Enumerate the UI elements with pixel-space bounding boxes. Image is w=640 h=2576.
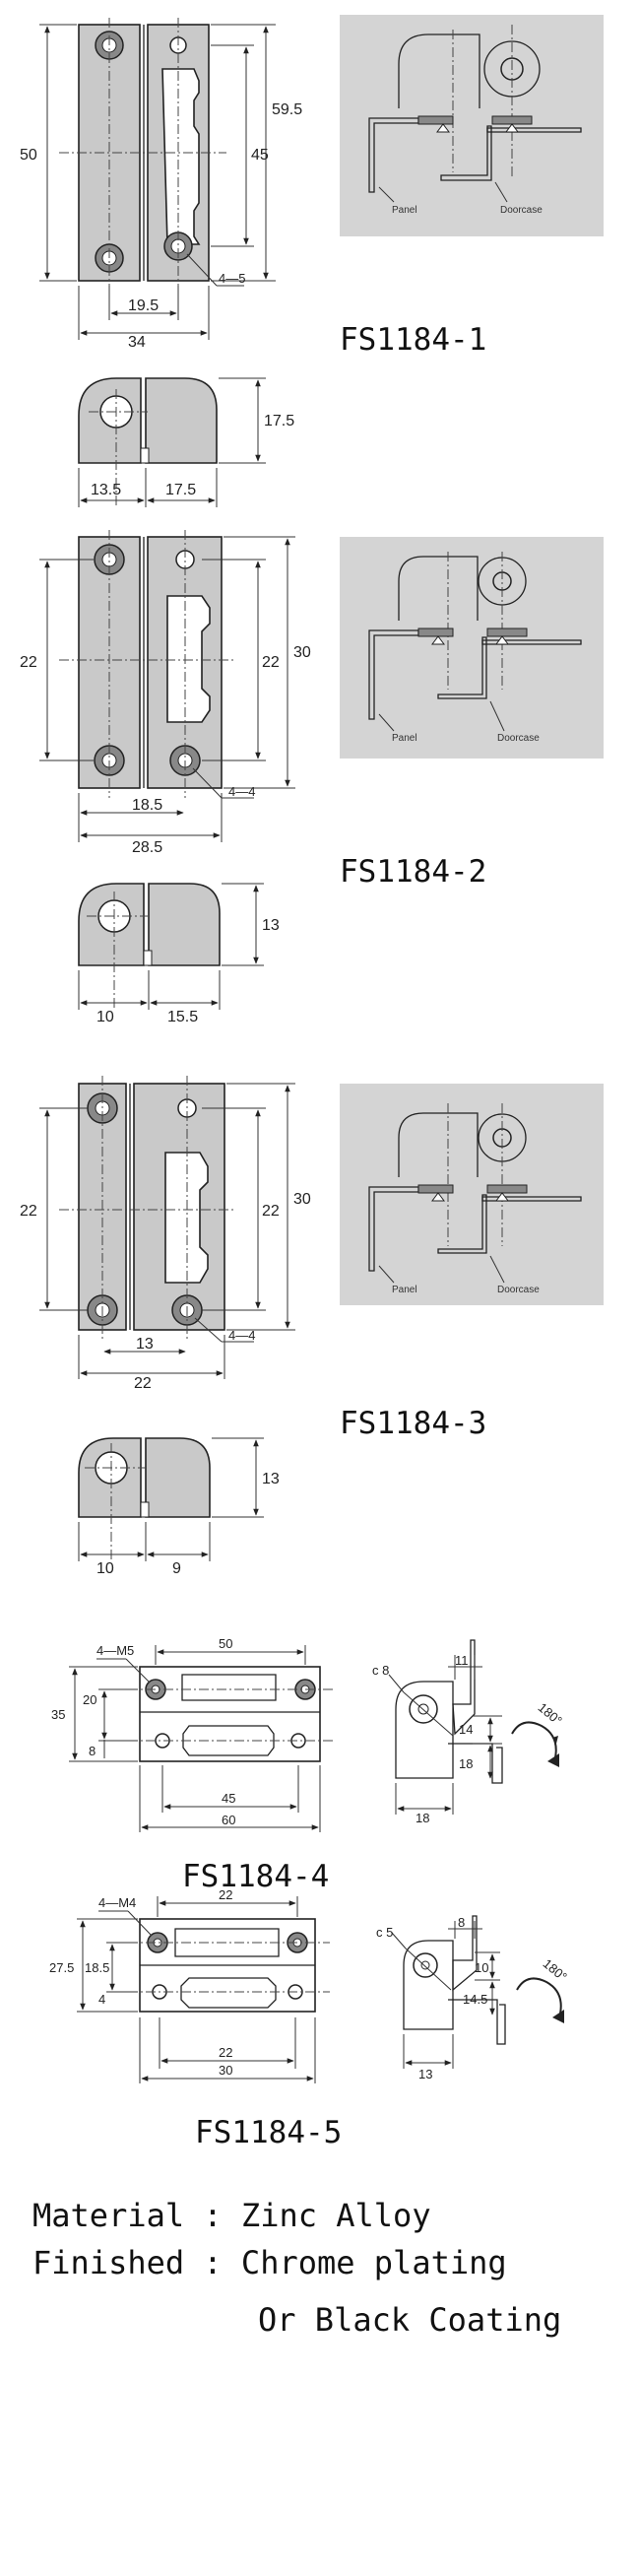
fs1184-2-section-view: Panel Doorcase: [340, 537, 604, 759]
fs1184-5-side-view: c 5 8 10 14.5 13 180°: [376, 1915, 570, 2081]
dim-bottom-width: 13: [418, 2067, 432, 2081]
side-height: 13: [262, 1471, 280, 1487]
dim-height: 50: [20, 147, 37, 164]
dim-thread: 4—M5: [96, 1643, 134, 1658]
side-height: 13: [262, 917, 280, 934]
fs1184-3-side-view: 13 10 9: [78, 1437, 280, 1577]
dim-total-width: 34: [128, 334, 146, 351]
material-spec: Material : Zinc Alloy: [32, 2197, 431, 2234]
dim-diameter: c 5: [376, 1925, 393, 1940]
dim-height: 22: [20, 1203, 37, 1220]
fs1184-5-front-view: 4—M4 22 27.5 18.5 4 22 30: [49, 1887, 330, 2083]
dim-top-offset: 11: [455, 1653, 469, 1668]
dim-diameter: c 8: [372, 1663, 389, 1678]
fs1184-1-front-view: 50 59.5 45 19.5 34 4—5: [20, 18, 302, 351]
model-label: FS1184-3: [340, 1406, 486, 1441]
dim-overall-height: 30: [293, 1191, 311, 1208]
dim-hole-width: 18.5: [132, 797, 162, 814]
spec-notes: Material : Zinc Alloy Finished : Chrome …: [32, 2197, 561, 2339]
panel-label: Panel: [392, 1285, 417, 1295]
dim-overall-height: 59.5: [272, 101, 302, 118]
dim-bottom-width: 18: [416, 1811, 429, 1825]
dim-upper: 10: [475, 1960, 488, 1975]
fs1184-3-front-view: 22 30 22 13 22 4—4: [20, 1076, 311, 1392]
dim-holes: 4—4: [228, 1328, 255, 1343]
side-width-right: 17.5: [165, 482, 196, 498]
dim-height: 22: [20, 654, 37, 671]
fs1184-1-side-view: 17.5 13.5 17.5: [78, 377, 294, 507]
dim-total-height: 35: [51, 1707, 65, 1722]
dim-inner-width: 22: [219, 2045, 232, 2060]
side-width-left: 10: [96, 1009, 114, 1025]
dim-inner-width: 45: [222, 1791, 235, 1806]
fs1184-2-side-view: 13 10 15.5: [78, 883, 280, 1025]
dim-total-width: 60: [222, 1813, 235, 1827]
dim-total-width: 22: [134, 1375, 152, 1392]
doorcase-label: Doorcase: [500, 205, 543, 216]
rotation-angle: 180°: [536, 1700, 565, 1729]
dim-overall-height: 30: [293, 644, 311, 661]
side-width-right: 15.5: [167, 1009, 198, 1025]
side-height: 17.5: [264, 413, 294, 429]
dim-upper-height: 18.5: [85, 1960, 109, 1975]
dim-hole-pitch: 22: [262, 1203, 280, 1220]
doorcase-label: Doorcase: [497, 1285, 540, 1295]
mounting-hole-icon: [145, 1679, 316, 1749]
dim-holes: 4—5: [219, 271, 245, 286]
dim-total-width: 30: [219, 2063, 232, 2078]
dim-top-offset: 8: [458, 1915, 465, 1930]
model-label: FS1184-1: [340, 322, 486, 358]
dim-hole-width: 19.5: [128, 297, 159, 314]
dim-total-width: 28.5: [132, 839, 162, 856]
dim-top-width: 50: [219, 1636, 232, 1651]
dim-thread: 4—M4: [98, 1895, 136, 1910]
fs1184-4-front-view: 4—M5 50 35 20 8 45 60: [51, 1636, 335, 1832]
dim-hole-pitch: 22: [262, 654, 280, 671]
model-label: FS1184-4: [182, 1859, 329, 1894]
dim-total-height: 27.5: [49, 1960, 74, 1975]
dim-upper: 14: [459, 1722, 473, 1737]
model-label: FS1184-5: [195, 2115, 342, 2150]
dim-hole-width: 13: [136, 1336, 154, 1353]
fs1184-4-side-view: c 8 11 14 18 18 180°: [372, 1639, 565, 1825]
dim-lower-height: 8: [89, 1744, 96, 1758]
dim-upper-height: 20: [83, 1692, 96, 1707]
finish-alt-spec: Or Black Coating: [258, 2301, 561, 2339]
side-width-left: 13.5: [91, 482, 121, 498]
dim-hole-pitch: 45: [251, 147, 269, 164]
side-width-left: 10: [96, 1560, 114, 1577]
panel-label: Panel: [392, 205, 417, 216]
rotation-angle: 180°: [541, 1956, 570, 1985]
dim-top-width: 22: [219, 1887, 232, 1902]
fs1184-3-section-view: Panel Doorcase: [340, 1084, 604, 1305]
rotation-arrow-icon: [516, 1977, 564, 2023]
model-label: FS1184-2: [340, 854, 486, 890]
dim-lower: 14.5: [463, 1992, 487, 2007]
side-width-right: 9: [172, 1560, 181, 1577]
finish-spec: Finished : Chrome plating: [32, 2244, 507, 2281]
panel-label: Panel: [392, 733, 417, 744]
dim-holes: 4—4: [228, 784, 255, 799]
fs1184-1-section-view: Panel Doorcase: [340, 15, 604, 236]
fs1184-2-front-view: 22 30 22 18.5 28.5 4—4: [20, 530, 311, 856]
doorcase-label: Doorcase: [497, 733, 540, 744]
dim-lower-height: 4: [98, 1992, 105, 2007]
dim-lower: 18: [459, 1756, 473, 1771]
rotation-arrow-icon: [511, 1721, 559, 1767]
